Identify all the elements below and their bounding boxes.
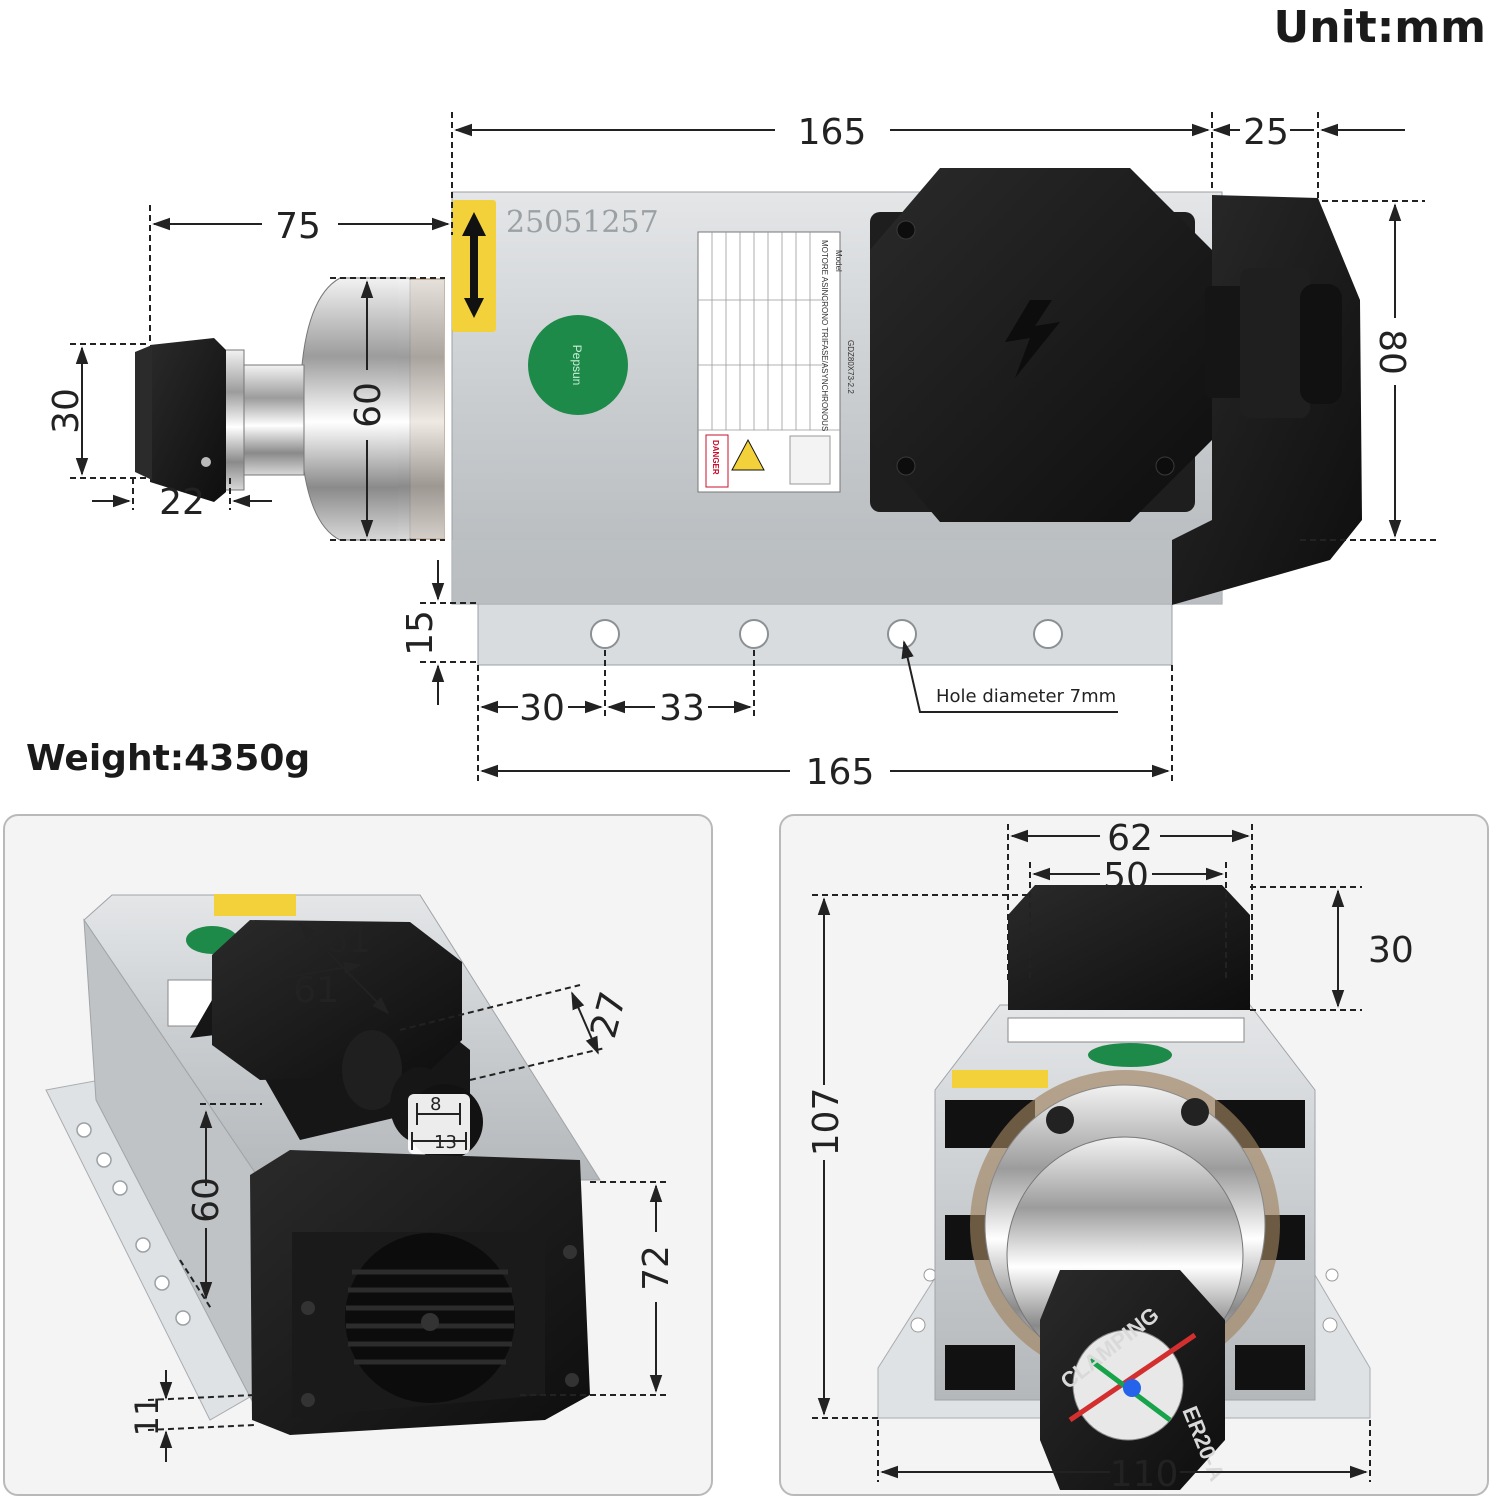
main-dimension-lines: [70, 112, 1438, 785]
dim-flange-dia: 60: [348, 382, 389, 428]
arrow-icon: [462, 212, 486, 300]
dim-fan-height: 72: [636, 1245, 677, 1291]
nameplate-model-label: Model: [834, 250, 843, 272]
right-junction-box: [1008, 885, 1250, 1010]
dim-box-inner: 50: [1103, 856, 1149, 897]
dim-collet-length: 75: [275, 206, 321, 247]
nameplate-model: GDZ80X73-2.2: [846, 340, 855, 394]
dim-body-height: 80: [1371, 329, 1412, 375]
dim-base-thickness: 15: [400, 610, 441, 656]
unit-label: Unit:mm: [1274, 2, 1486, 53]
warning-icon: [731, 438, 765, 471]
dim-box-width: 61: [325, 920, 371, 961]
main-view: 25051257 Pepsun MOTORE ASINCRONO TRIFASE…: [46, 112, 1438, 793]
cable-gland: [1205, 268, 1342, 418]
dim-total-height: 107: [806, 1088, 847, 1157]
dim-base-length: 165: [806, 752, 875, 793]
base-plate: [477, 602, 1173, 666]
serial-number: 25051257: [506, 205, 659, 240]
dim-nut-width: 22: [159, 482, 205, 523]
hole-diameter-note: Hole diameter 7mm: [936, 686, 1116, 707]
dim-body-length: 165: [798, 112, 867, 153]
dim-box-outer: 62: [1107, 818, 1153, 859]
dim-box-height: 30: [1368, 930, 1414, 971]
dim-nut-dia: 30: [46, 388, 87, 434]
dim-left-height: 60: [186, 1177, 227, 1223]
dim-fan-length: 25: [1243, 112, 1289, 153]
green-sticker: [528, 315, 628, 415]
right-view: CLAMPING ER20-A 62 50 30 107: [779, 814, 1489, 1496]
dim-hole-spacing: 33: [659, 688, 705, 729]
right-green-sticker: [1088, 1043, 1172, 1067]
danger-label: DANGER: [711, 440, 720, 475]
sticker-logo-text: Pepsun: [570, 345, 584, 386]
left-dimension-lines: [147, 922, 670, 1462]
right-dimension-lines: [812, 824, 1371, 1482]
nameplate: MOTORE ASINCRONO TRIFASE/ASYNCHRONOUS Mo…: [697, 231, 855, 493]
dim-gland-outer: 13: [434, 1132, 457, 1153]
left-view: 61 61 27 8 13 60 72 11: [3, 814, 713, 1496]
spindle-shaft: [237, 364, 305, 476]
dim-box-depth: 61: [293, 970, 339, 1011]
weight-label: Weight:4350g: [26, 738, 310, 779]
dim-gland-inner: 8: [430, 1094, 441, 1115]
mounting-holes: [590, 619, 1063, 649]
collet-nut: [150, 338, 226, 502]
dim-hole-spacing-first: 30: [519, 688, 565, 729]
nameplate-type: MOTORE ASINCRONO TRIFASE/ASYNCHRONOUS: [820, 240, 829, 431]
dim-base-width: 110: [1110, 1454, 1179, 1495]
lightning-icon: [1005, 300, 1060, 378]
dim-base-thick-left: 11: [128, 1396, 166, 1437]
